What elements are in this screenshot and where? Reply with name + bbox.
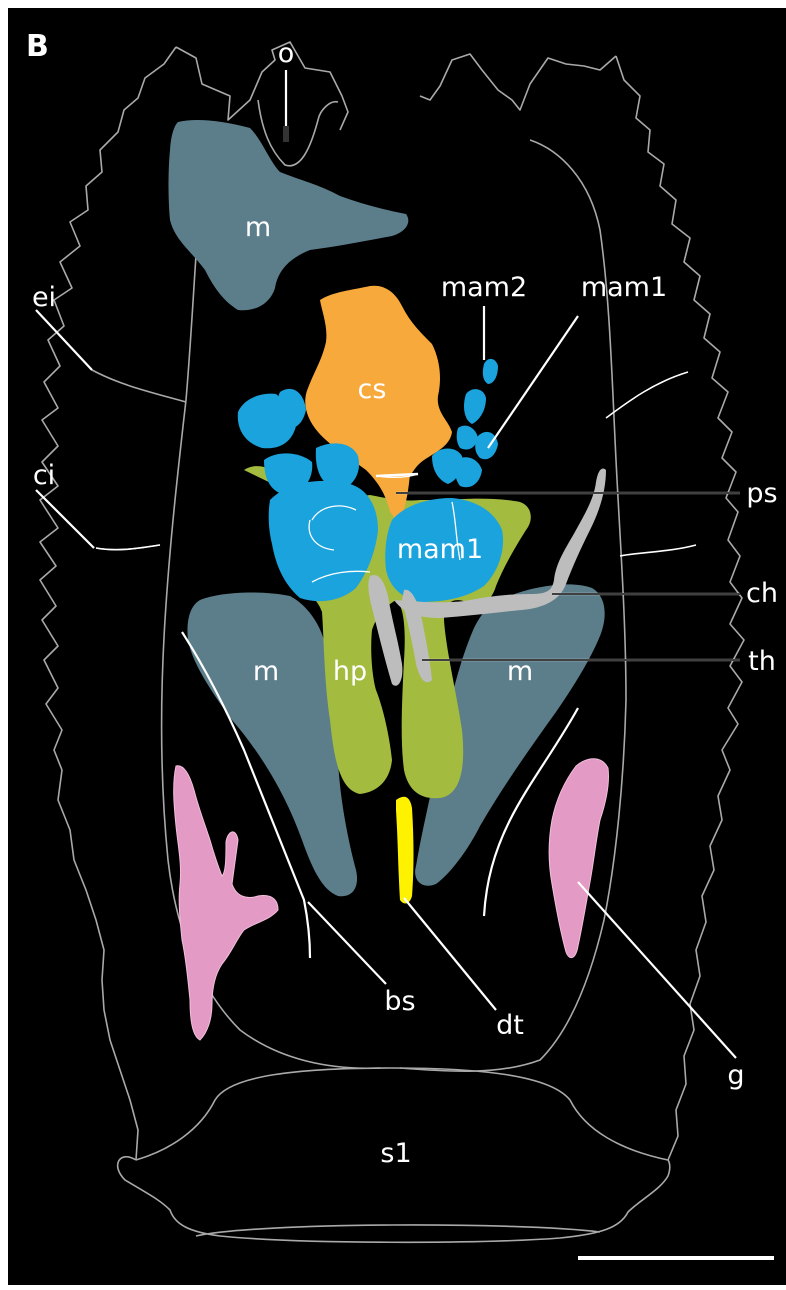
panel-letter: B bbox=[26, 29, 49, 64]
label-m-top: m bbox=[245, 212, 271, 243]
label-ci: ci bbox=[33, 460, 55, 491]
label-ps: ps bbox=[746, 478, 777, 509]
label-o: o bbox=[278, 38, 295, 69]
o-marker bbox=[283, 126, 289, 142]
label-bs: bs bbox=[384, 986, 415, 1017]
label-mam1-center: mam1 bbox=[397, 534, 483, 565]
label-ei: ei bbox=[32, 282, 56, 313]
label-mam1-top: mam1 bbox=[581, 272, 667, 303]
label-th: th bbox=[748, 646, 776, 677]
label-hp: hp bbox=[333, 656, 367, 687]
label-m-left: m bbox=[253, 656, 279, 687]
label-mam2: mam2 bbox=[441, 272, 527, 303]
label-s1: s1 bbox=[380, 1138, 411, 1169]
label-m-right: m bbox=[507, 656, 533, 687]
label-dt: dt bbox=[496, 1010, 524, 1041]
label-g: g bbox=[727, 1060, 744, 1091]
label-cs: cs bbox=[358, 374, 387, 405]
label-ch: ch bbox=[746, 578, 778, 609]
scale-bar bbox=[578, 1256, 774, 1260]
